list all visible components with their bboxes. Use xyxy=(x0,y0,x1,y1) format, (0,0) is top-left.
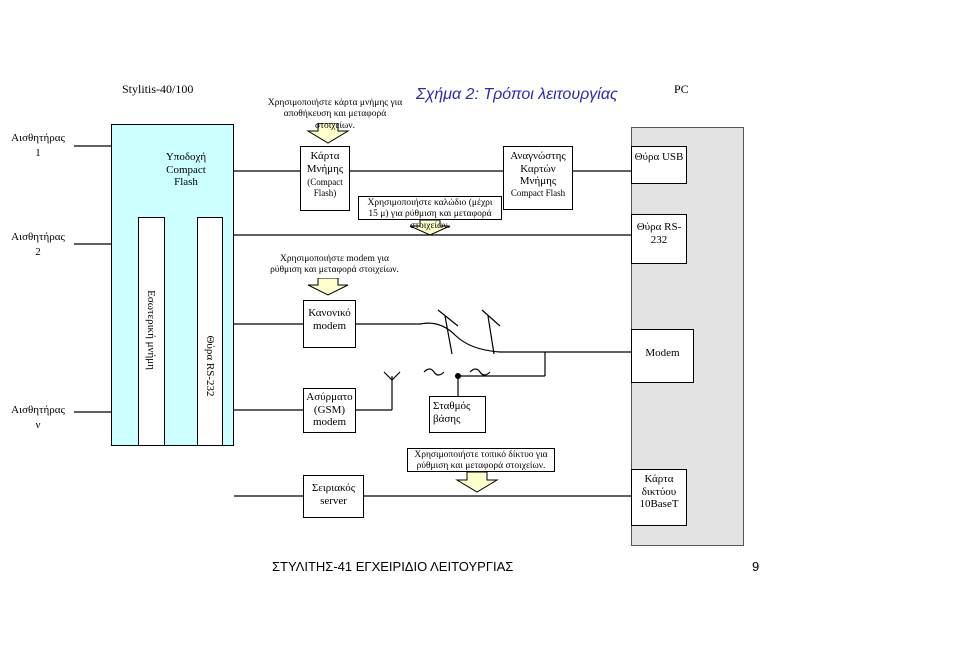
cable-note: Χρησιμοποιήστε καλώδιο (μέχρι 15 μ) για … xyxy=(358,196,502,231)
pc-label: PC xyxy=(674,82,689,96)
card-reader-title: Αναγνώστης Καρτών Μνήμης xyxy=(510,150,566,188)
modem-note: Χρησιμοποιήστε modem για ρύθμιση και μετ… xyxy=(262,253,407,278)
memory-card-block: Κάρτα Μνήμης (Compact Flash) xyxy=(300,146,350,211)
network-card-block: Κάρτα δικτύου 10BaseT xyxy=(631,469,687,526)
internal-memory-label: Εσωτερική μνήμη xyxy=(145,290,157,370)
lan-note: Χρησιμοποιήστε τοπικό δίκτυο για ρύθμιση… xyxy=(407,448,555,472)
manual-title: ΣΤΥΛΙΤΗΣ-41 ΕΓΧΕΙΡΙΔΙΟ ΛΕΙΤΟΥΡΓΙΑΣ xyxy=(272,559,514,574)
sensor-n: Αισθητήρας ν xyxy=(11,404,65,432)
internal-memory-block xyxy=(138,217,165,446)
rs232-port-label: Θύρα RS-232 xyxy=(204,335,216,397)
base-station-block: Σταθμός βάσης xyxy=(429,396,486,433)
cf-slot: Υποδοχή Compact Flash xyxy=(165,151,207,189)
pc-modem-block: Modem xyxy=(631,329,694,383)
memory-card-subtitle: (Compact Flash) xyxy=(307,177,343,198)
rs232-port-block xyxy=(197,217,223,446)
gsm-modem-block: Ασύρματο (GSM) modem xyxy=(303,388,356,433)
sensor-2: Αισθητήρας 2 xyxy=(11,231,65,259)
sensor-1: Αισθητήρας 1 xyxy=(11,132,65,160)
pc-rs232-block: Θύρα RS-232 xyxy=(631,214,687,264)
normal-modem-block: Κανονικό modem xyxy=(303,300,356,348)
serial-server-block: Σειριακός server xyxy=(303,475,364,518)
memory-card-note: Χρησιμοποιήστε κάρτα μνήμης για αποθήκευ… xyxy=(262,97,408,131)
card-reader-block: Αναγνώστης Καρτών Μνήμης Compact Flash xyxy=(503,146,573,210)
device-label: Stylitis-40/100 xyxy=(122,82,194,96)
card-reader-subtitle: Compact Flash xyxy=(510,187,566,198)
page-number: 9 xyxy=(752,559,760,574)
memory-card-title: Κάρτα Μνήμης xyxy=(306,150,344,175)
usb-port-block: Θύρα USB xyxy=(631,146,687,184)
figure-title: Σχήμα 2: Τρόποι λειτουργίας xyxy=(416,86,618,103)
